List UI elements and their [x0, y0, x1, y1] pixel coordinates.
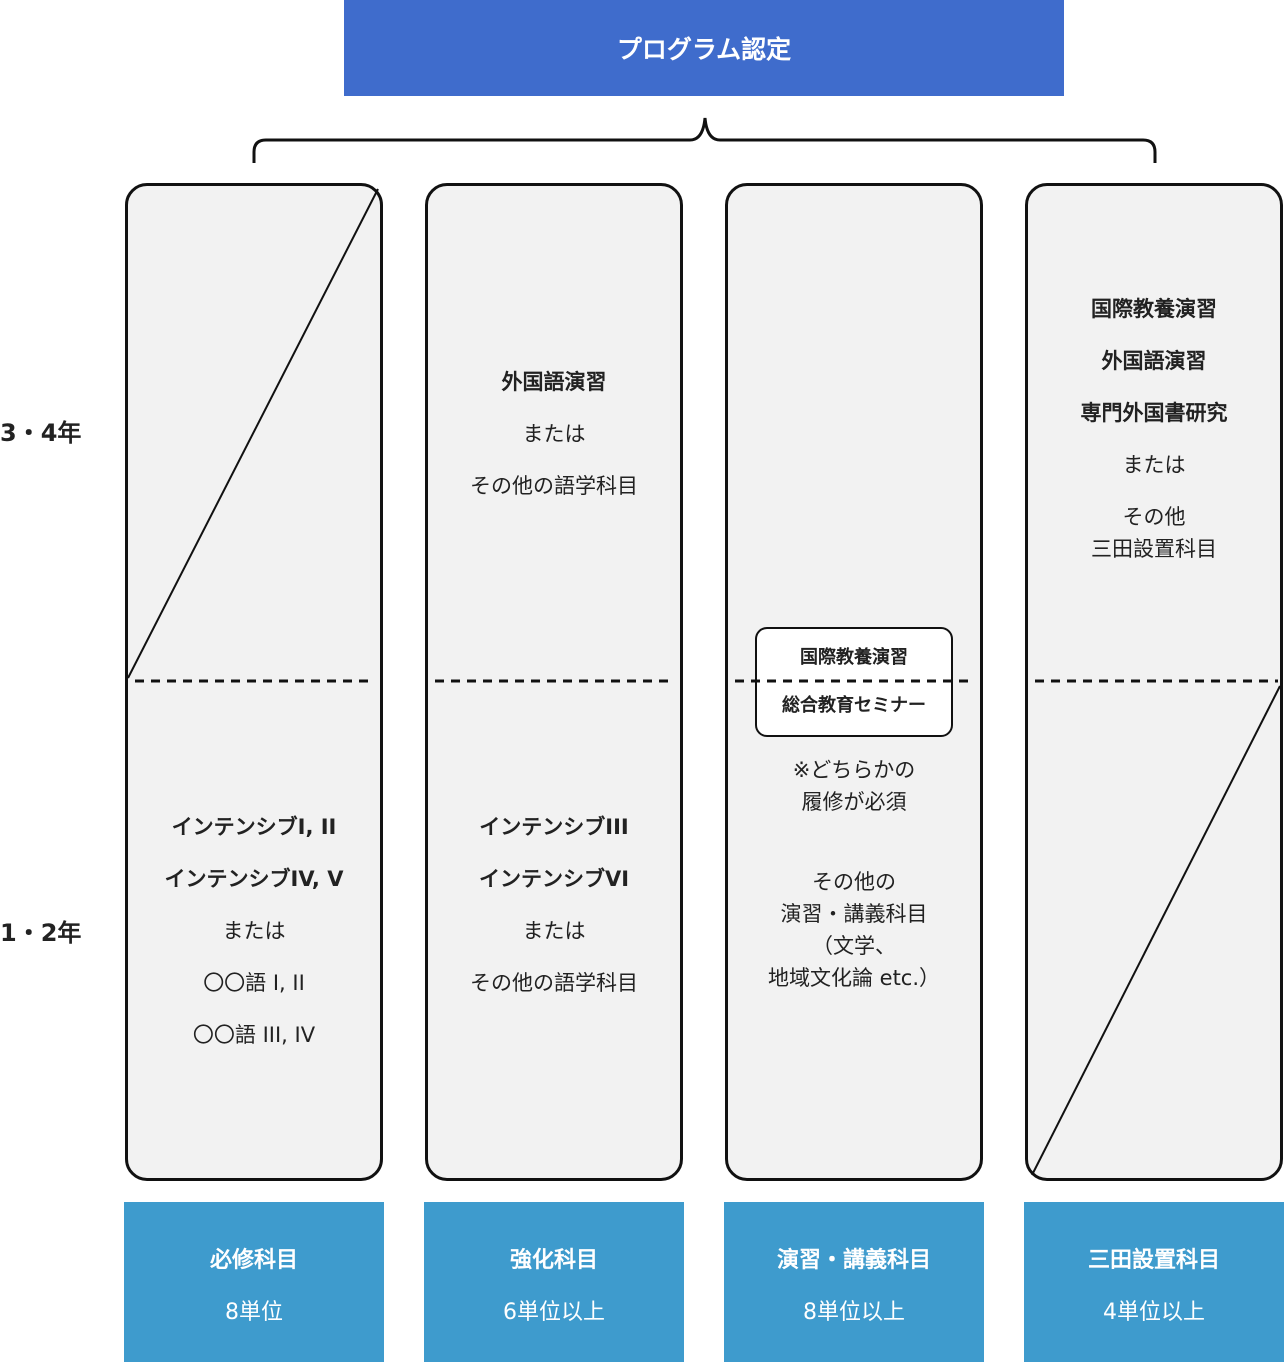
brace — [252, 117, 1157, 163]
course-line: 外国語演習 — [1101, 349, 1207, 373]
footer-enhanced: 強化科目 6単位以上 — [424, 1202, 684, 1362]
footer-mita: 三田設置科目 4単位以上 — [1024, 1202, 1284, 1362]
year-label-lower: 1・2年 — [0, 919, 82, 947]
category-name: 三田設置科目 — [1087, 1248, 1220, 1273]
course-line: 専門外国書研究 — [1080, 401, 1228, 425]
category-name: 演習・講義科目 — [776, 1248, 931, 1273]
course-line: その他の語学科目 — [470, 971, 638, 995]
diagonal-line — [127, 188, 379, 679]
course-line: 国際教養演習 — [800, 647, 908, 668]
course-line: または — [522, 919, 586, 943]
course-line: （文学、 — [812, 934, 896, 958]
year-label-upper: 3・4年 — [0, 419, 82, 447]
course-line: 国際教養演習 — [1091, 297, 1217, 321]
category-units: 4単位以上 — [1103, 1300, 1205, 1325]
course-line: 〇〇語 I, II — [203, 971, 305, 995]
category-name: 強化科目 — [509, 1248, 598, 1273]
course-line: 総合教育セミナー — [782, 695, 926, 716]
footer-required: 必修科目 8単位 — [124, 1202, 384, 1362]
course-line: 〇〇語 III, IV — [192, 1023, 316, 1047]
note-line: ※どちらかの — [792, 758, 916, 782]
course-line: その他の語学科目 — [470, 474, 638, 498]
course-line: インテンシブIII — [479, 815, 629, 839]
course-line: または — [1122, 453, 1186, 477]
category-units: 6単位以上 — [503, 1300, 605, 1325]
course-line: 地域文化論 etc.） — [767, 966, 941, 990]
course-line: 三田設置科目 — [1091, 537, 1217, 561]
course-line: または — [222, 919, 286, 943]
course-line: その他 — [1122, 505, 1186, 529]
course-line: インテンシブI, II — [171, 815, 337, 839]
note-line: 履修が必須 — [801, 790, 907, 814]
footer-seminar-lecture: 演習・講義科目 8単位以上 — [724, 1202, 984, 1362]
program-certification-header: プログラム認定 — [344, 0, 1064, 96]
course-line: または — [522, 422, 586, 446]
course-line: インテンシブVI — [478, 867, 630, 891]
course-line: その他の — [812, 870, 896, 894]
category-units: 8単位以上 — [803, 1300, 905, 1325]
course-line: 外国語演習 — [501, 370, 607, 394]
course-line: 演習・講義科目 — [780, 902, 928, 926]
category-units: 8単位 — [225, 1300, 283, 1325]
diagonal-line — [1031, 685, 1281, 1176]
category-name: 必修科目 — [209, 1248, 298, 1273]
course-line: インテンシブIV, V — [164, 867, 344, 891]
